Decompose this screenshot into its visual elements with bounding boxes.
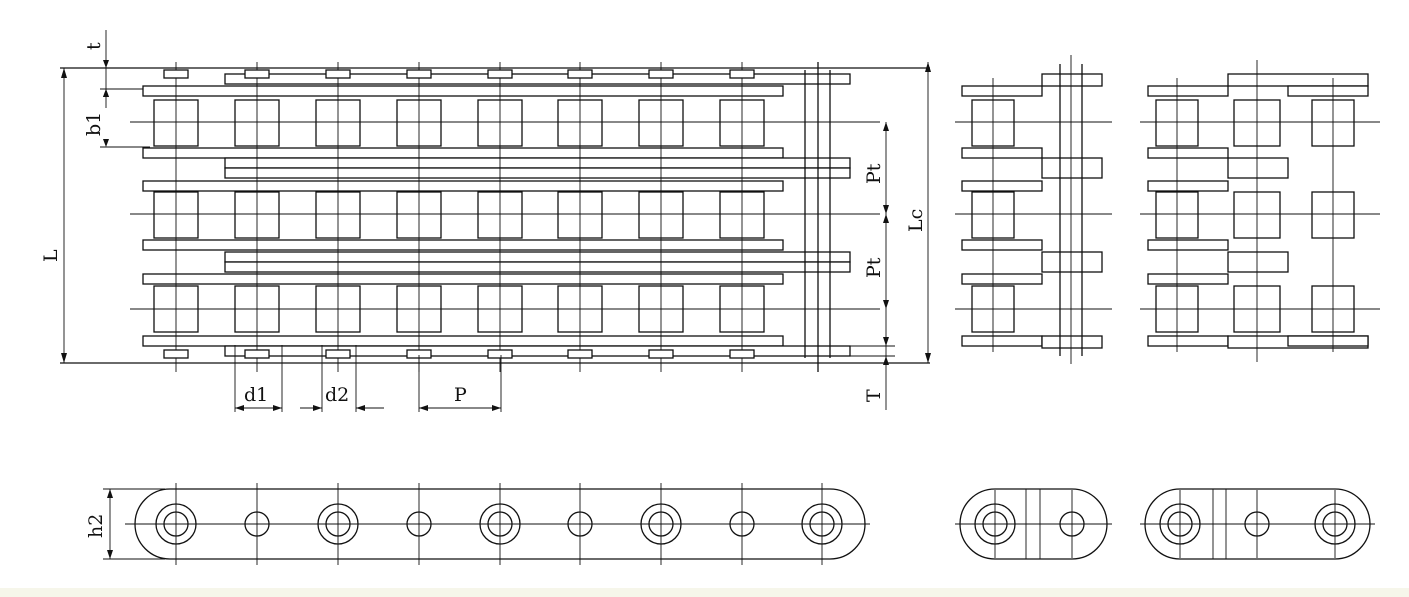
pin-hole [567, 511, 593, 537]
connecting-link-view [955, 55, 1112, 364]
pin-head [244, 349, 270, 359]
label-T: T [863, 389, 885, 402]
pin-head [567, 69, 593, 79]
pin-hole [729, 511, 755, 537]
pin-head [487, 349, 513, 359]
pin-hole [244, 511, 270, 537]
pin-head [648, 349, 674, 359]
pin-hole [487, 511, 513, 537]
label-h2: h2 [85, 514, 107, 538]
pin-hole [809, 511, 835, 537]
pin-head [406, 69, 432, 79]
label-P: P [454, 384, 467, 406]
label-d1: d1 [244, 384, 268, 406]
pin-head [244, 69, 270, 79]
pin-head [163, 349, 189, 359]
offset-link-view [1140, 60, 1380, 362]
bushing-ring [155, 503, 197, 545]
dimension-lines: t b1 L d1 d2 P [40, 30, 931, 412]
bushing-ring [317, 503, 359, 545]
label-Pt-lower: Pt [863, 257, 885, 278]
pin-head [163, 69, 189, 79]
label-b1: b1 [83, 112, 105, 136]
pin-hole [163, 511, 189, 537]
pin-head [325, 349, 351, 359]
label-t: t [83, 42, 105, 50]
offset-link-side-view [1140, 488, 1375, 560]
label-Lc: Lc [905, 209, 927, 232]
label-L: L [40, 249, 62, 262]
pin-head [729, 69, 755, 79]
pin-hole [406, 511, 432, 537]
bottom-strip [0, 588, 1409, 597]
chain-top-view [60, 62, 930, 372]
pin-hole [325, 511, 351, 537]
bushing-ring [479, 503, 521, 545]
pin-head [648, 69, 674, 79]
pin-head [487, 69, 513, 79]
pin-head [567, 349, 593, 359]
pin-hole [648, 511, 674, 537]
connecting-link-side-view [955, 488, 1112, 560]
label-Pt-upper: Pt [863, 163, 885, 184]
label-d2: d2 [325, 384, 349, 406]
pin-head [729, 349, 755, 359]
bushing-ring [801, 503, 843, 545]
pin-head [325, 69, 351, 79]
chain-side-view: h2 [85, 483, 870, 565]
bushing-ring [640, 503, 682, 545]
